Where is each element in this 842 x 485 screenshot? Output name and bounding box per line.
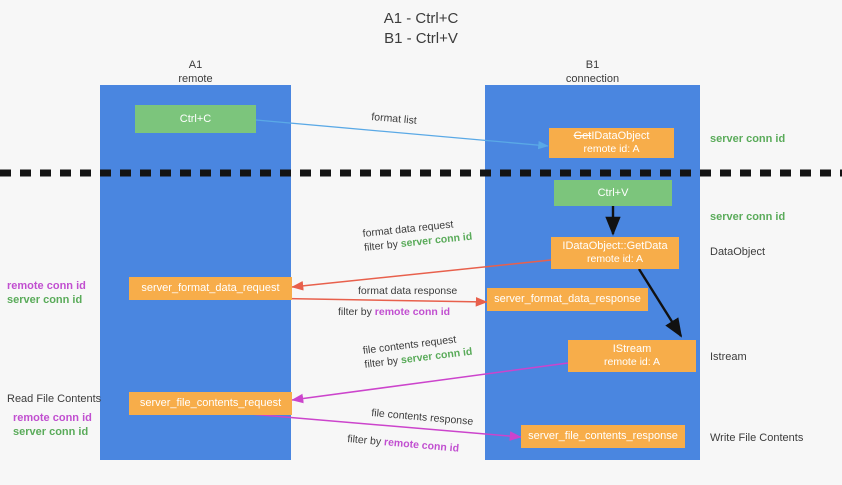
annotation-server-conn-id-1: server conn id <box>7 294 83 306</box>
edge-label-format-data-request: format data request filter by server con… <box>362 216 473 255</box>
node-get-idataobject-name: IDataObject <box>591 130 650 142</box>
edge-fcres-filter-value: remote conn id <box>383 436 460 455</box>
edge-fdres-filter-prefix: filter by <box>338 306 375 318</box>
node-ctrl-v-label: Ctrl+V <box>597 186 629 199</box>
node-istream-label: IStream <box>612 343 652 355</box>
edge-label-format-list: format list <box>371 110 418 128</box>
edge-label-format-data-response-text: format data response <box>358 285 458 297</box>
annotation-server-conn-id-2: server conn id <box>13 426 89 438</box>
edge-fcres-filter-prefix: filter by <box>346 432 385 449</box>
edge-label-format-data-response: format data response <box>358 284 457 298</box>
node-get-idataobject-sub: remote id: A <box>583 143 640 155</box>
column-header-b1: B1 connection <box>517 58 668 86</box>
annotation-remote-conn-id-2: remote conn id <box>13 412 92 424</box>
node-ctrl-c-label: Ctrl+C <box>179 112 212 125</box>
title-line-2: B1 - Ctrl+V <box>384 30 458 47</box>
edge-label-file-contents-request: file contents request filter by server c… <box>362 331 473 372</box>
node-ctrl-c[interactable]: Ctrl+C <box>135 105 256 133</box>
node-idataobject-getdata-label: IDataObject::GetData <box>562 240 668 252</box>
edge-label-file-contents-response-filter: filter by remote conn id <box>347 432 460 456</box>
edge-label-file-contents-response: file contents response <box>371 406 474 429</box>
node-istream[interactable]: IStream remote id: A <box>568 340 696 372</box>
node-istream-sub: remote id: A <box>603 356 661 368</box>
edge-fdres-filter-value: remote conn id <box>374 306 451 318</box>
edge-fdreq-filter-prefix: filter by <box>363 238 402 254</box>
node-server-format-data-response-label: server_format_data_response <box>494 293 641 305</box>
annotation-write-file-contents: Write File Contents <box>710 432 804 444</box>
node-ctrl-v[interactable]: Ctrl+V <box>554 180 672 206</box>
column-a1-name: A1 <box>188 59 203 71</box>
node-server-file-contents-response-label: server_file_contents_response <box>528 430 678 442</box>
node-idataobject-getdata[interactable]: IDataObject::GetData remote id: A <box>551 237 679 269</box>
node-server-format-data-request-label: server_format_data_request <box>141 282 280 294</box>
column-b1-name: B1 <box>585 59 600 71</box>
column-b1-sub: connection <box>565 73 620 85</box>
node-get-idataobject[interactable]: GetIDataObject remote id: A <box>549 128 674 158</box>
node-server-file-contents-request[interactable]: server_file_contents_request <box>129 392 292 415</box>
edge-label-format-data-response-filter: filter by remote conn id <box>338 305 450 319</box>
annotation-read-file-contents: Read File Contents <box>7 393 102 405</box>
node-server-file-contents-response[interactable]: server_file_contents_response <box>521 425 685 448</box>
annotation-dataobject: DataObject <box>710 246 766 258</box>
node-server-file-contents-request-label: server_file_contents_request <box>139 397 282 409</box>
node-server-format-data-response[interactable]: server_format_data_response <box>487 288 648 311</box>
node-get-idataobject-struck: Get <box>573 130 592 142</box>
edge-label-file-contents-response-text: file contents response <box>370 406 474 428</box>
column-a1-sub: remote <box>178 73 213 85</box>
edge-fcreq-filter-prefix: filter by <box>363 354 402 371</box>
node-idataobject-getdata-sub: remote id: A <box>586 253 644 265</box>
title-line-1: A1 - Ctrl+C <box>383 10 459 27</box>
annotation-server-conn-id-mid: server conn id <box>710 211 786 223</box>
diagram-title: A1 - Ctrl+C B1 - Ctrl+V <box>0 9 842 49</box>
annotation-remote-conn-id-1: remote conn id <box>7 280 86 292</box>
column-header-a1: A1 remote <box>120 58 271 86</box>
edge-label-format-list-text: format list <box>370 110 418 127</box>
annotation-server-conn-id-top: server conn id <box>710 133 786 145</box>
node-get-idataobject-label: GetIDataObject <box>574 130 650 143</box>
node-server-format-data-request[interactable]: server_format_data_request <box>129 277 292 300</box>
annotation-istream: Istream <box>710 351 747 363</box>
